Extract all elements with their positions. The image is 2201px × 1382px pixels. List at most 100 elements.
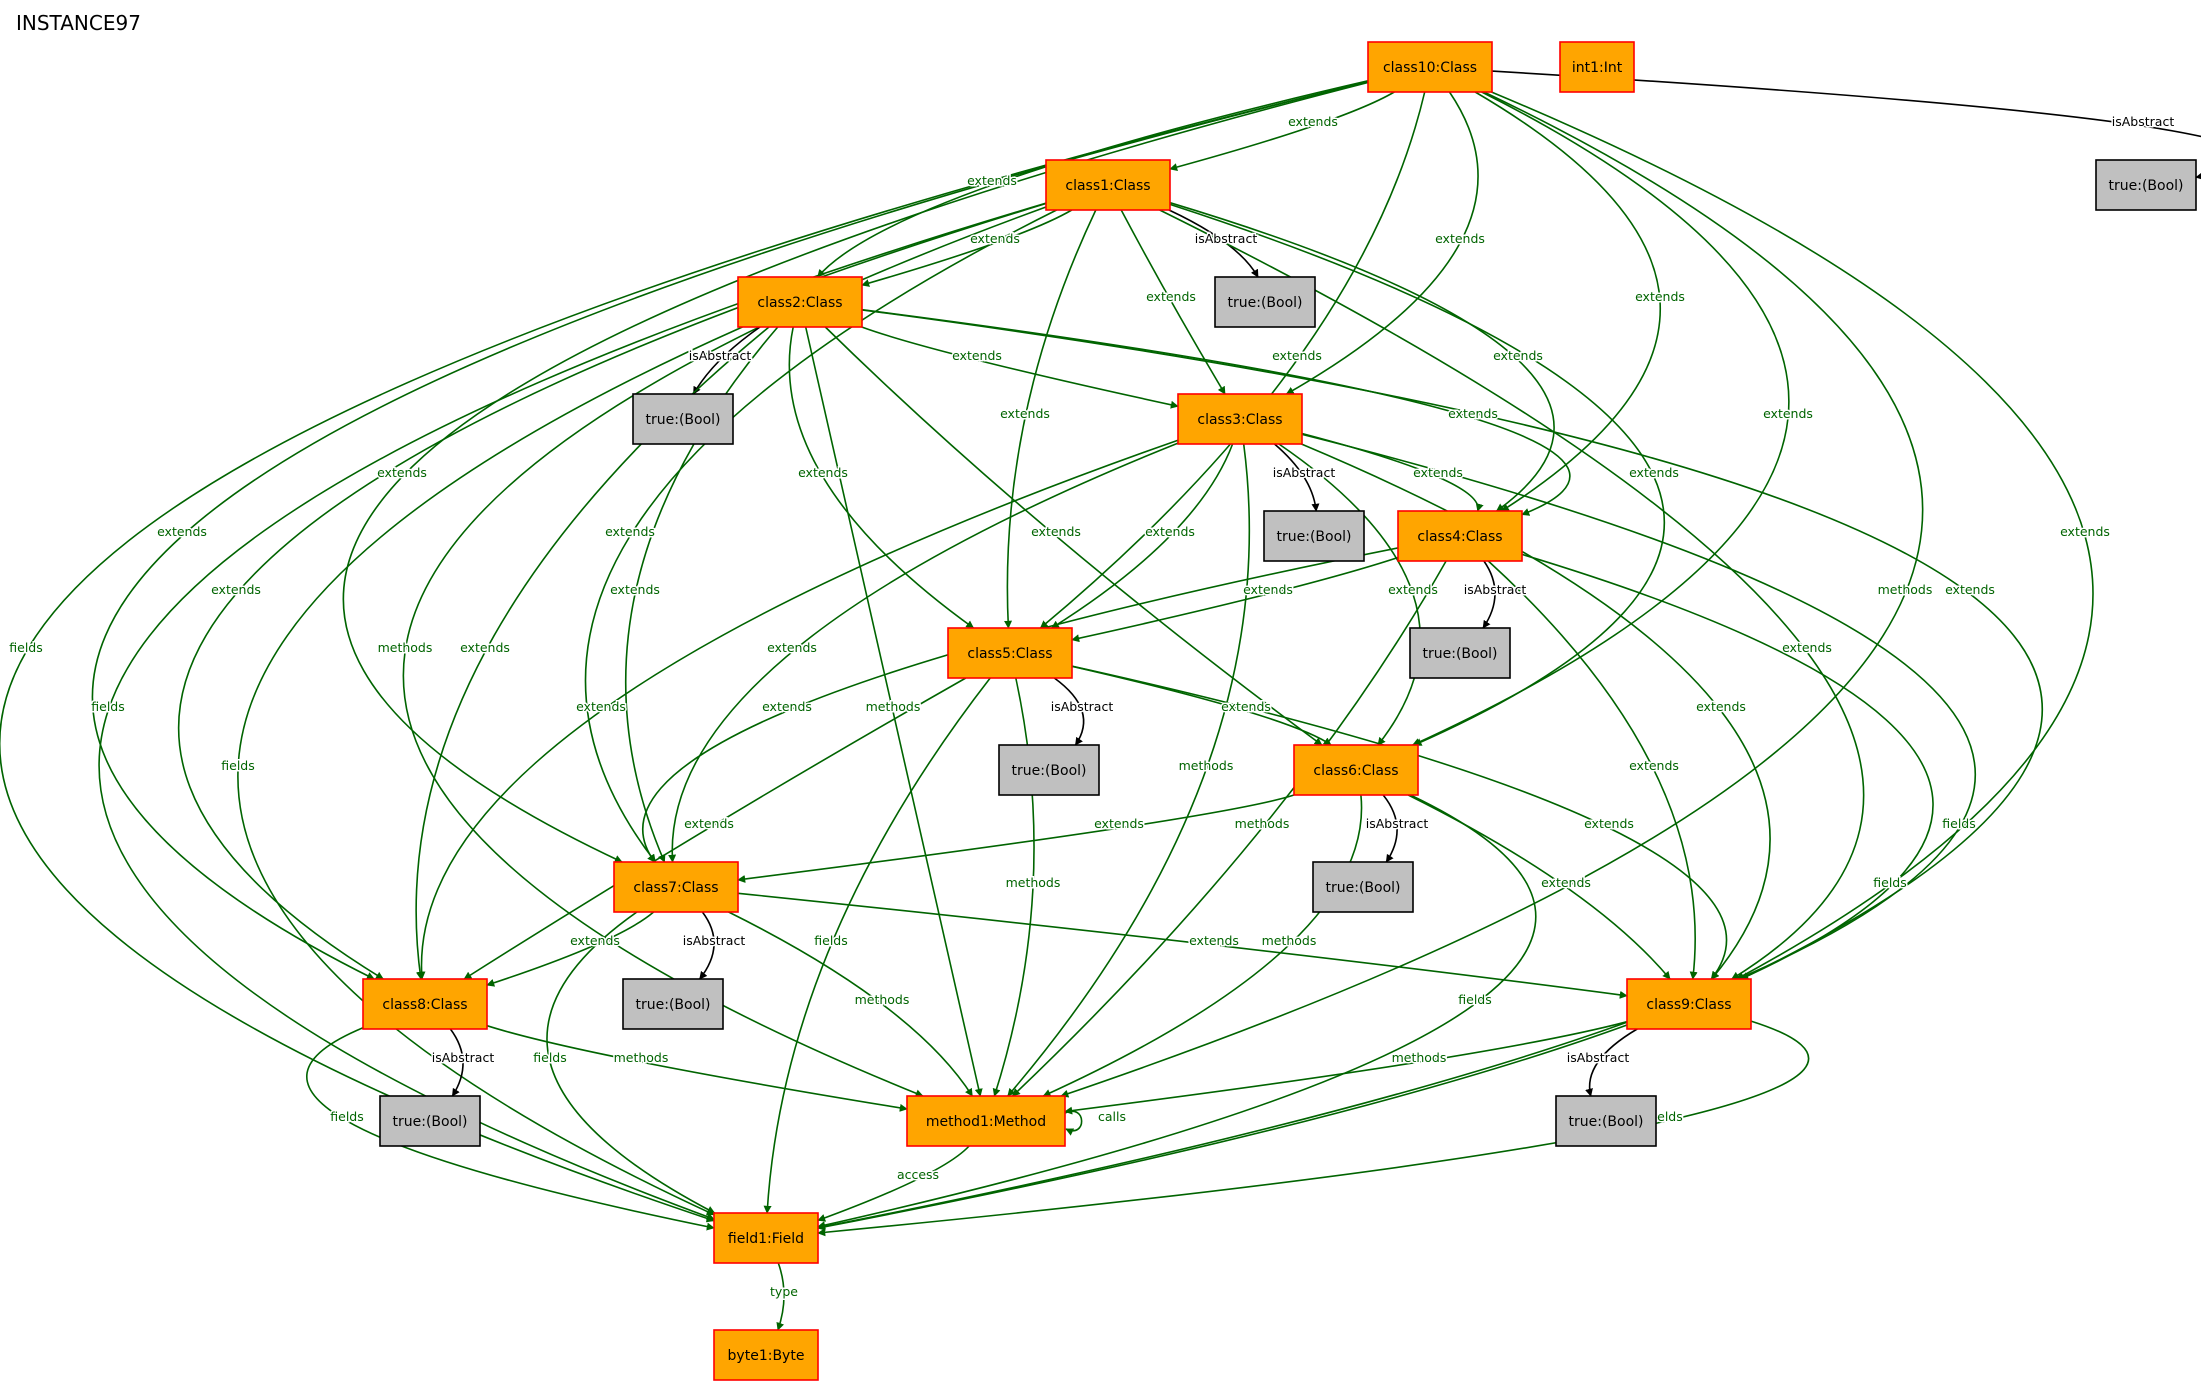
edge-label-isAbstract: isAbstract — [689, 348, 752, 363]
edge-label-extends: extends — [1945, 582, 1995, 597]
edge-label-fields: fields — [330, 1109, 363, 1124]
edge-label-extends: extends — [377, 465, 427, 480]
edge-class3-extends-class6 — [1278, 443, 1421, 746]
edge-label-extends: extends — [967, 173, 1017, 188]
diagram-title: INSTANCE97 — [16, 11, 141, 35]
object-box — [1293, 744, 1419, 796]
object-box — [737, 276, 863, 328]
edge-class10-extends-class8 — [91, 81, 1369, 980]
object-box — [906, 1095, 1066, 1147]
node-b_c5: true:(Bool) — [998, 744, 1100, 796]
edge-label-extends: extends — [610, 582, 660, 597]
edge-label-extends: extends — [1635, 289, 1685, 304]
edge-label-extends: extends — [952, 348, 1002, 363]
object-box — [1367, 41, 1493, 93]
edge-label-isAbstract: isAbstract — [1051, 699, 1114, 714]
edge-class10-extends-class9 — [1491, 91, 2094, 980]
edge-method1-calls-method1 — [1064, 1110, 1083, 1136]
value-box — [1409, 627, 1511, 679]
edge-label-extends: extends — [1541, 875, 1591, 890]
edge-label-extends: extends — [1288, 114, 1338, 129]
edge-label-extends: extends — [1448, 406, 1498, 421]
edge-label-extends: extends — [460, 640, 510, 655]
node-class10: class10:Class — [1367, 41, 1493, 93]
edge-class2-extends-class5 — [788, 326, 975, 629]
edge-label-methods: methods — [1392, 1050, 1447, 1065]
edge-label-extends: extends — [1629, 758, 1679, 773]
edge-class5-isAbstract-b_c5 — [1053, 677, 1085, 746]
edge-label-fields: fields — [9, 640, 42, 655]
edge-class9-fields-field1 — [817, 1020, 1810, 1237]
edge-class10-methods-method1 — [1060, 91, 1924, 1098]
edge-label-extends: extends — [1435, 231, 1485, 246]
edge-method1-access-field1 — [817, 1145, 970, 1222]
node-label: true:(Bool) — [646, 412, 721, 428]
node-label: class4:Class — [1417, 529, 1502, 545]
edge-class1-extends-class3 — [1120, 209, 1226, 395]
node-int1: int1:Int — [1559, 41, 1635, 93]
node-b_c9: true:(Bool) — [1555, 1095, 1657, 1147]
node-class8: class8:Class — [362, 978, 488, 1030]
node-class9: class9:Class — [1626, 978, 1752, 1030]
value-box — [1214, 276, 1316, 328]
edge-class8-fields-field1 — [306, 1026, 715, 1231]
node-b_c8: true:(Bool) — [379, 1095, 481, 1147]
edge-class3-extends-class8 — [417, 439, 1179, 980]
node-label: true:(Bool) — [1277, 529, 1352, 545]
edge-label-extends: extends — [1145, 524, 1195, 539]
node-label: true:(Bool) — [2109, 178, 2184, 194]
edge-label-extends: extends — [1189, 933, 1239, 948]
edge-class10-extends-class7 — [342, 81, 1369, 863]
edge-label-isAbstract: isAbstract — [1366, 816, 1429, 831]
edge-class8-methods-method1 — [486, 1024, 908, 1112]
value-box — [998, 744, 1100, 796]
node-b_c4: true:(Bool) — [1409, 627, 1511, 679]
edge-label-extends: extends — [157, 524, 207, 539]
edge-label-extends: extends — [1146, 289, 1196, 304]
node-class3: class3:Class — [1177, 393, 1303, 445]
edge-label-extends: extends — [570, 933, 620, 948]
node-label: int1:Int — [1572, 60, 1623, 76]
edge-class3-extends-class5 — [1051, 443, 1234, 629]
edge-class5-fields-field1 — [763, 677, 991, 1214]
edge-label-isAbstract: isAbstract — [683, 933, 746, 948]
node-label: true:(Bool) — [1326, 880, 1401, 896]
node-byte1: byte1:Byte — [713, 1329, 819, 1381]
edge-label-extends: extends — [605, 524, 655, 539]
node-b_c6: true:(Bool) — [1312, 861, 1414, 913]
edge-label-calls: calls — [1098, 1109, 1126, 1124]
edge-label-methods: methods — [614, 1050, 669, 1065]
edge-label-type: type — [770, 1284, 798, 1299]
edge-class2-methods-method1 — [804, 326, 983, 1097]
edge-label-extends: extends — [2060, 524, 2110, 539]
node-class6: class6:Class — [1293, 744, 1419, 796]
edge-label-extends: extends — [1413, 465, 1463, 480]
edge-label-fields: fields — [1942, 816, 1975, 831]
edge-class6-fields-field1 — [817, 794, 1537, 1230]
node-class2: class2:Class — [737, 276, 863, 328]
object-box — [613, 861, 739, 913]
edge-class4-extends-class5 — [1071, 556, 1399, 643]
node-label: class6:Class — [1313, 763, 1398, 779]
node-label: class7:Class — [633, 880, 718, 896]
value-box — [2095, 159, 2197, 211]
edge-class6-methods-method1 — [1042, 794, 1363, 1097]
edge-class6-isAbstract-b_c6 — [1382, 794, 1398, 863]
edge-label-isAbstract: isAbstract — [432, 1050, 495, 1065]
edge-class3-methods-method1 — [1007, 443, 1251, 1097]
value-box — [379, 1095, 481, 1147]
node-label: class5:Class — [967, 646, 1052, 662]
edge-label-methods: methods — [866, 699, 921, 714]
node-label: class8:Class — [382, 997, 467, 1013]
edge-label-methods: methods — [1878, 582, 1933, 597]
edge-label-isAbstract: isAbstract — [1567, 1050, 1630, 1065]
node-label: byte1:Byte — [728, 1348, 805, 1364]
node-b_c10: true:(Bool) — [2095, 159, 2197, 211]
edge-label-fields: fields — [814, 933, 847, 948]
edge-label-extends: extends — [767, 640, 817, 655]
edge-label-fields: fields — [533, 1050, 566, 1065]
object-box — [713, 1329, 819, 1381]
object-box — [362, 978, 488, 1030]
node-class4: class4:Class — [1397, 510, 1523, 562]
